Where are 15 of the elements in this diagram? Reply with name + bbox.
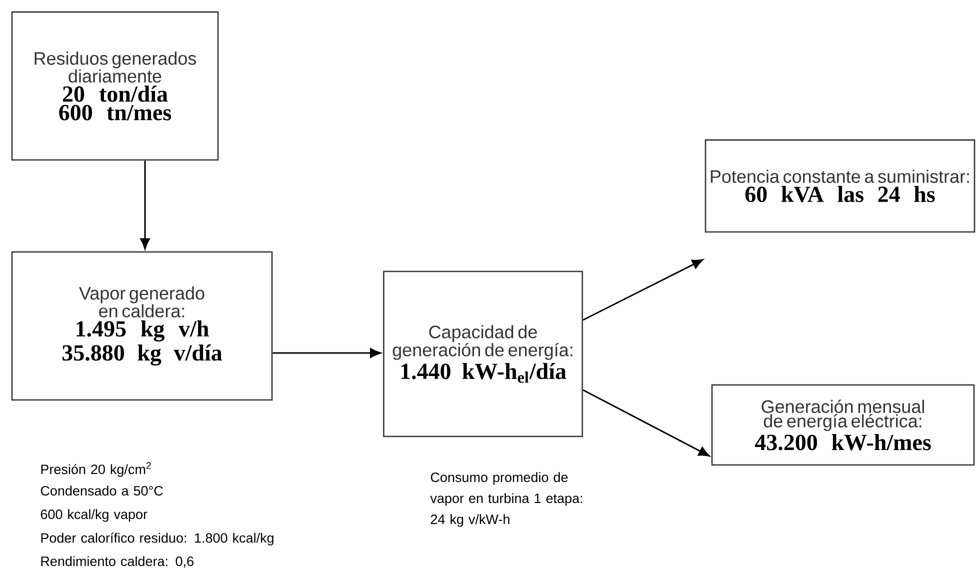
note-text: Poder calorífico residuo: 1.800 kcal/kg <box>41 532 274 546</box>
arrow <box>272 348 381 358</box>
note-text: Consumo promedio de vapor en turbina 1 etapa: 24 kg v/kW-h <box>430 472 582 527</box>
note-text: Rendimiento caldera: 0,6 <box>41 556 194 568</box>
arrow <box>582 389 710 456</box>
process-box: Residuos generados diariamente 20 ton/día 600 tn/mes <box>11 11 219 161</box>
process-box: Vapor generado en caldera: 1.495 kg v/h 35.880 kg v/día <box>11 251 273 401</box>
arrow <box>140 160 150 250</box>
note-text: 600 kcal/kg vapor <box>40 509 148 522</box>
process-box: Capacidad de generación de energía: 1.440 kW-h$_{el}$/día <box>382 270 584 438</box>
note-text: Presión 20 kg/cm$^{2}$ <box>41 462 151 477</box>
note-text: Condensado a 50°C <box>40 486 163 496</box>
arrow <box>582 259 704 321</box>
process-box: Generación mensual de energía eléctrica: 43.200 kW-h/mes <box>711 384 975 466</box>
process-box: Potencia constante a suministrar: 60 kVA las 24 hs <box>704 139 976 233</box>
